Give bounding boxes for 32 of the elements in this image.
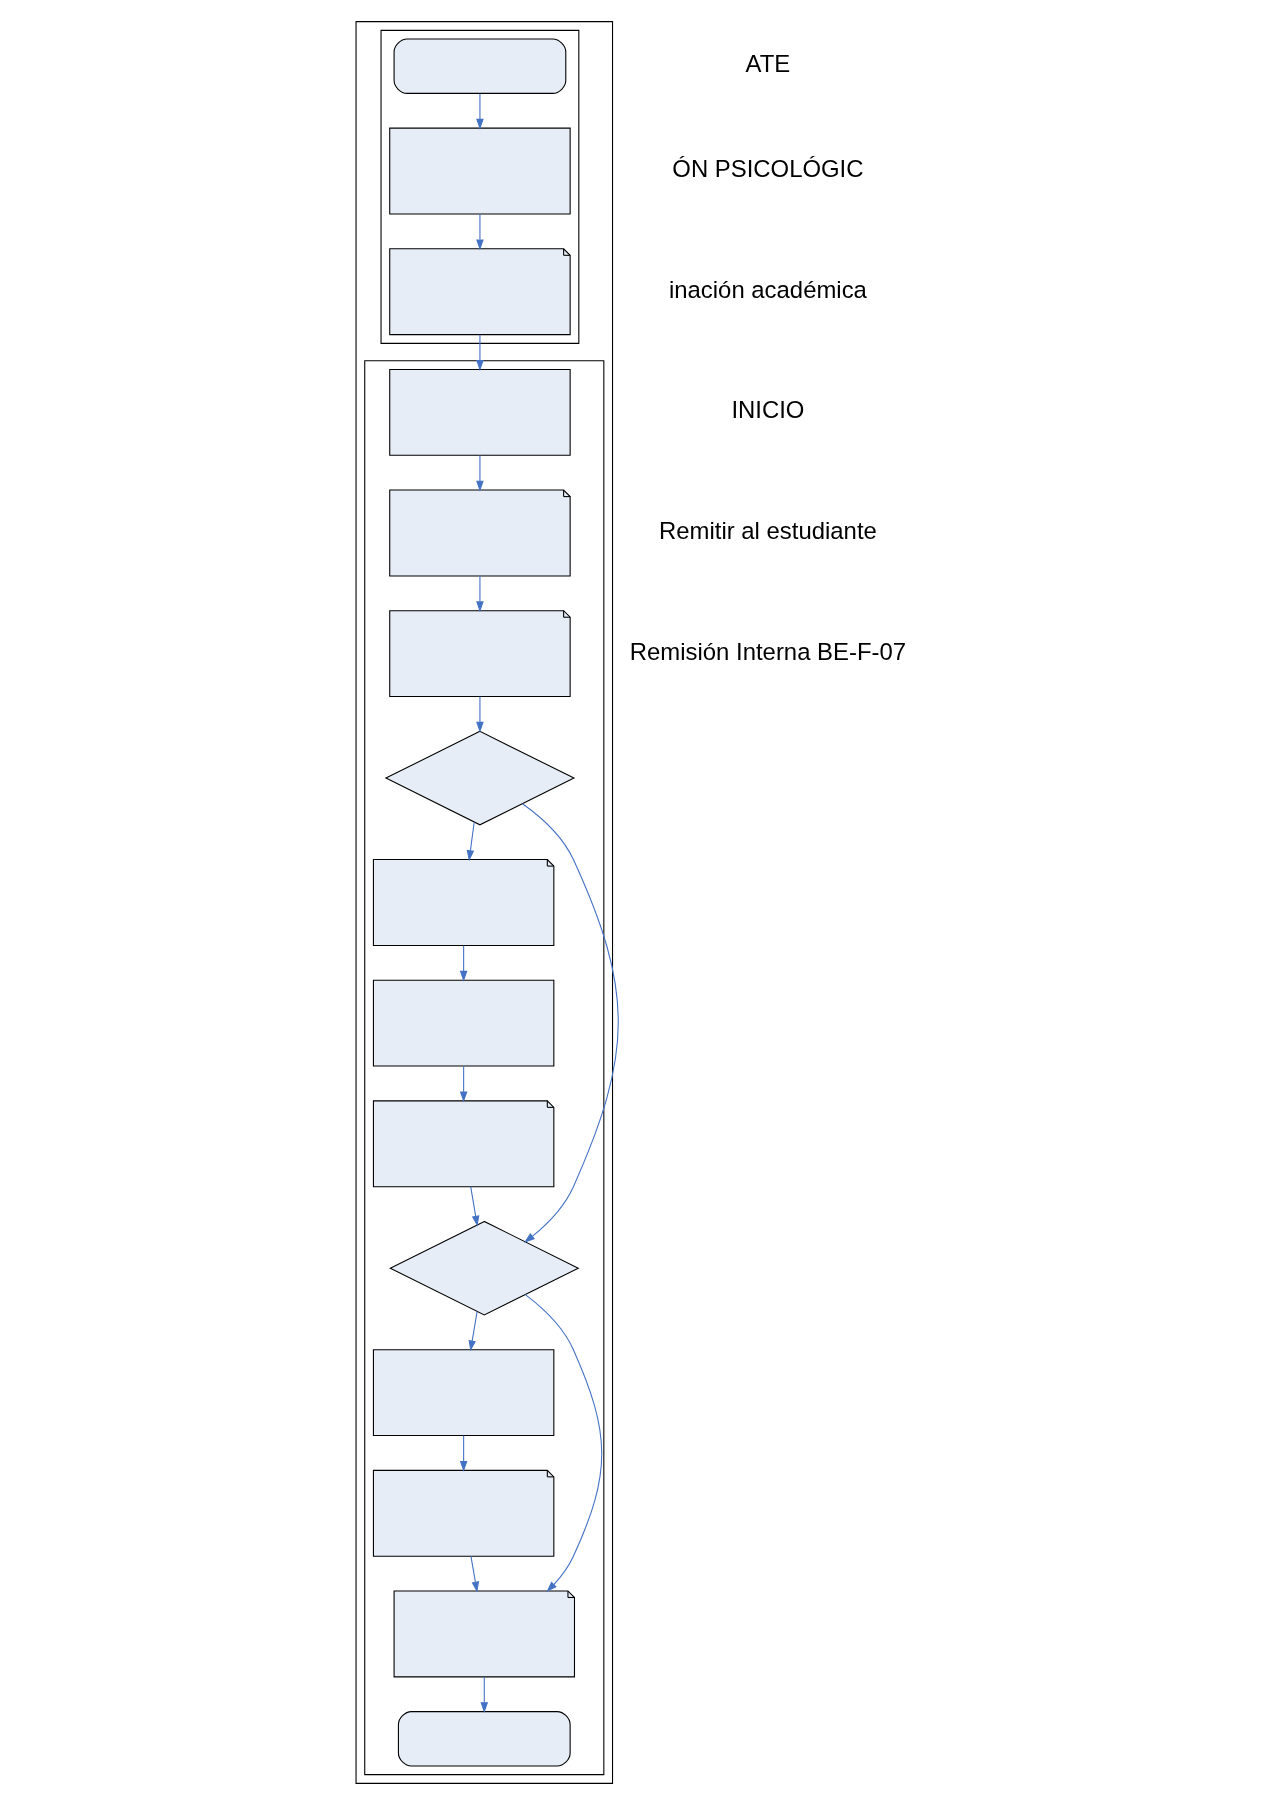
arrow	[466, 821, 475, 862]
arrow	[469, 1555, 479, 1593]
node-oval	[393, 38, 566, 94]
arrow	[459, 945, 467, 982]
arrow	[475, 334, 484, 371]
label: inación académica	[668, 275, 867, 303]
label: Remisión Interna BE-F-07	[629, 637, 906, 665]
label: ATE	[745, 50, 790, 78]
arrow	[459, 1435, 467, 1472]
label: INICIO	[730, 396, 804, 424]
arrow	[475, 696, 484, 733]
cluster	[355, 21, 613, 1784]
arrow	[475, 213, 484, 251]
node-box	[388, 368, 571, 456]
node-oval	[397, 1711, 571, 1767]
arrow	[469, 1186, 479, 1227]
arrow	[468, 1311, 478, 1352]
arrow	[521, 803, 619, 1243]
label: Remitir al estudiante	[658, 517, 877, 545]
label: ÓN PSICOLÓGIC	[671, 155, 864, 183]
node-box	[372, 1349, 554, 1437]
arrow	[524, 1294, 602, 1592]
node-box	[372, 979, 554, 1067]
node-diamond	[384, 730, 575, 826]
arrow	[479, 1676, 488, 1714]
cluster	[380, 29, 579, 344]
node-box	[388, 127, 571, 215]
node-diamond	[388, 1220, 579, 1316]
arrow	[459, 1065, 467, 1103]
arrow	[475, 575, 484, 613]
arrow	[475, 455, 484, 492]
arrow	[475, 93, 484, 130]
